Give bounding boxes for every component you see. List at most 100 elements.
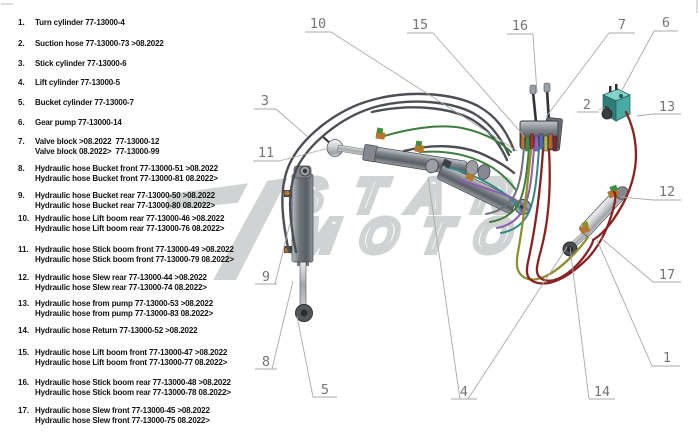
part-description: Hydraulic hose Stick boom rear 77-13000-… — [35, 378, 231, 387]
callout-number: 6 — [662, 15, 670, 31]
part-description: Hydraulic hose Slew front 77-13000-75 08… — [35, 416, 210, 425]
callout-number: 7 — [618, 17, 626, 33]
callout-9: 9 — [255, 222, 291, 285]
part-description: Hydraulic hose Lift boom rear 77-13000-7… — [35, 224, 225, 233]
callout-number: 12 — [659, 184, 675, 200]
valve-coupling — [552, 135, 558, 152]
part-number: 16. — [18, 378, 30, 387]
valve-coupling — [539, 133, 544, 150]
parts-list-item: 1. Turn cylinder 77-13000-4 — [18, 18, 125, 28]
callout-number: 4 — [460, 384, 468, 400]
callout-leader-line — [432, 32, 526, 138]
part-description: Hydraulic hose Return 77-13000-52 >08.20… — [35, 326, 198, 335]
part-number: 12. — [18, 273, 30, 282]
part-number: 1. — [18, 18, 25, 27]
callout-number: 14 — [594, 384, 610, 400]
callout-leader-line — [598, 107, 605, 111]
part-description: Turn cylinder 77-13000-4 — [35, 18, 125, 27]
part-number: 3. — [18, 59, 25, 68]
hose-set — [281, 92, 638, 285]
parts-list-item: 11.Hydraulic hose Stick boom front 77-13… — [18, 245, 234, 265]
parts-list-item: 17. Hydraulic hose Slew front 77-13000-45… — [18, 406, 210, 426]
callout-15: 15 — [407, 17, 526, 138]
callout-leader-line — [467, 246, 568, 400]
part-description: Hydraulic hose from pump 77-13000-53 >08… — [35, 299, 214, 308]
watermark-line2: MOTO — [292, 209, 541, 263]
callout-2: 2 — [577, 97, 610, 113]
part-description: Hydraulic hose Bucket front 77-13000-81 … — [35, 174, 218, 183]
parts-list-item: 5. Bucket cylinder 77-13000-7 — [18, 98, 134, 108]
parts-list: 1. Turn cylinder 77-13000-4 2. Suction hose… — [18, 0, 268, 437]
part-number: 17. — [18, 406, 30, 415]
valve-lever-knob — [543, 82, 551, 93]
callout-number: 9 — [262, 269, 270, 285]
callout-10: 10 — [305, 16, 518, 152]
part-description: Hydraulic hose Stick boom front 77-13000… — [35, 245, 234, 254]
valve-coupling — [525, 135, 530, 152]
part-description: Hydraulic hose from pump 77-13000-83 08.… — [35, 309, 214, 318]
parts-list-item: 9. Hydraulic hose Bucket rear 77-13000-50… — [18, 191, 215, 211]
part-description: Hydraulic hose Slew rear 77-13000-44 >08… — [35, 273, 207, 282]
callout-8: 8 — [255, 280, 294, 370]
valve-coupling — [548, 133, 553, 150]
valve-coupling — [529, 133, 535, 150]
callout-number: 10 — [310, 16, 326, 32]
parts-list-item: 10.Hydraulic hose Lift boom rear 77-1300… — [18, 214, 224, 234]
callout-leader-line — [271, 280, 294, 370]
callout-arrowhead — [605, 105, 610, 111]
callout-leader-line — [296, 315, 314, 398]
part-description: Suction hose 77-13000-73 >08.2022 — [35, 39, 164, 48]
hose-from-pump — [591, 110, 638, 242]
part-description: Gear pump 77-13000-14 — [35, 118, 122, 127]
part-description: Hydraulic hose Bucket front 77-13000-51 … — [35, 164, 218, 173]
part-description: Hydraulic hose Slew rear 77-13000-74 08.… — [35, 283, 207, 292]
return-olive-hose — [515, 148, 590, 281]
callout-12: 12 — [620, 184, 681, 201]
callout-17: 17 — [600, 237, 681, 283]
callout-leader-line — [596, 239, 653, 367]
callout-leader-line — [636, 113, 654, 117]
callout-number: 8 — [262, 354, 270, 370]
part-description: Hydraulic hose Lift boom front 77-13000-… — [35, 348, 228, 357]
callout-leader-line — [600, 237, 654, 283]
bucket-cylinder — [284, 165, 314, 322]
callout-leader-line — [569, 246, 590, 400]
part-number: 2. — [18, 39, 25, 48]
callout-number: 11 — [258, 145, 274, 161]
pump-cap-nut — [601, 108, 613, 120]
part-number: 4. — [18, 78, 25, 87]
part-description: Hydraulic hose Slew front 77-13000-45 >0… — [35, 406, 210, 415]
frame-marks — [1, 0, 698, 13]
part-number: 6. — [18, 118, 25, 127]
callout-5: 5 — [296, 315, 337, 398]
parts-list-item: 16. Hydraulic hose Stick boom rear 77-130… — [18, 378, 231, 398]
callout-16: 16 — [507, 18, 538, 94]
callout-14: 14 — [569, 246, 615, 400]
part-number: 5. — [18, 98, 25, 107]
valve-coupling — [534, 135, 539, 152]
callout-leader-line — [274, 222, 291, 285]
part-number: 15. — [18, 348, 30, 357]
callout-13: 13 — [636, 99, 681, 117]
part-description: Hydraulic hose Bucket rear 77-13000-50 >… — [35, 191, 215, 200]
callout-7: 7 — [545, 17, 635, 118]
part-description: Hydraulic hose Bucket rear 77-13000-80 0… — [35, 201, 215, 210]
turn-cylinder — [562, 184, 629, 257]
turn-cylinder-fitting-mid — [579, 224, 591, 235]
part-description: Bucket cylinder 77-13000-7 — [35, 98, 134, 107]
parts-list-item: 12. Hydraulic hose Slew rear 77-13000-44 … — [18, 273, 207, 293]
callout-leader-line — [532, 33, 538, 94]
part-description: Hydraulic hose Lift boom front 77-13000-… — [35, 358, 228, 367]
callout-number: 2 — [583, 97, 591, 113]
red-hoses — [525, 110, 638, 285]
part-description: Valve block 08.2022> 77-13000-99 — [35, 147, 160, 156]
part-number: 9. — [18, 191, 25, 200]
part-description: Hydraulic hose Lift boom rear 77-13000-4… — [35, 214, 225, 223]
callout-number: 5 — [321, 382, 329, 398]
part-number: 8. — [18, 164, 25, 173]
callout-number: 3 — [261, 93, 269, 109]
callout-number: 15 — [412, 17, 428, 33]
